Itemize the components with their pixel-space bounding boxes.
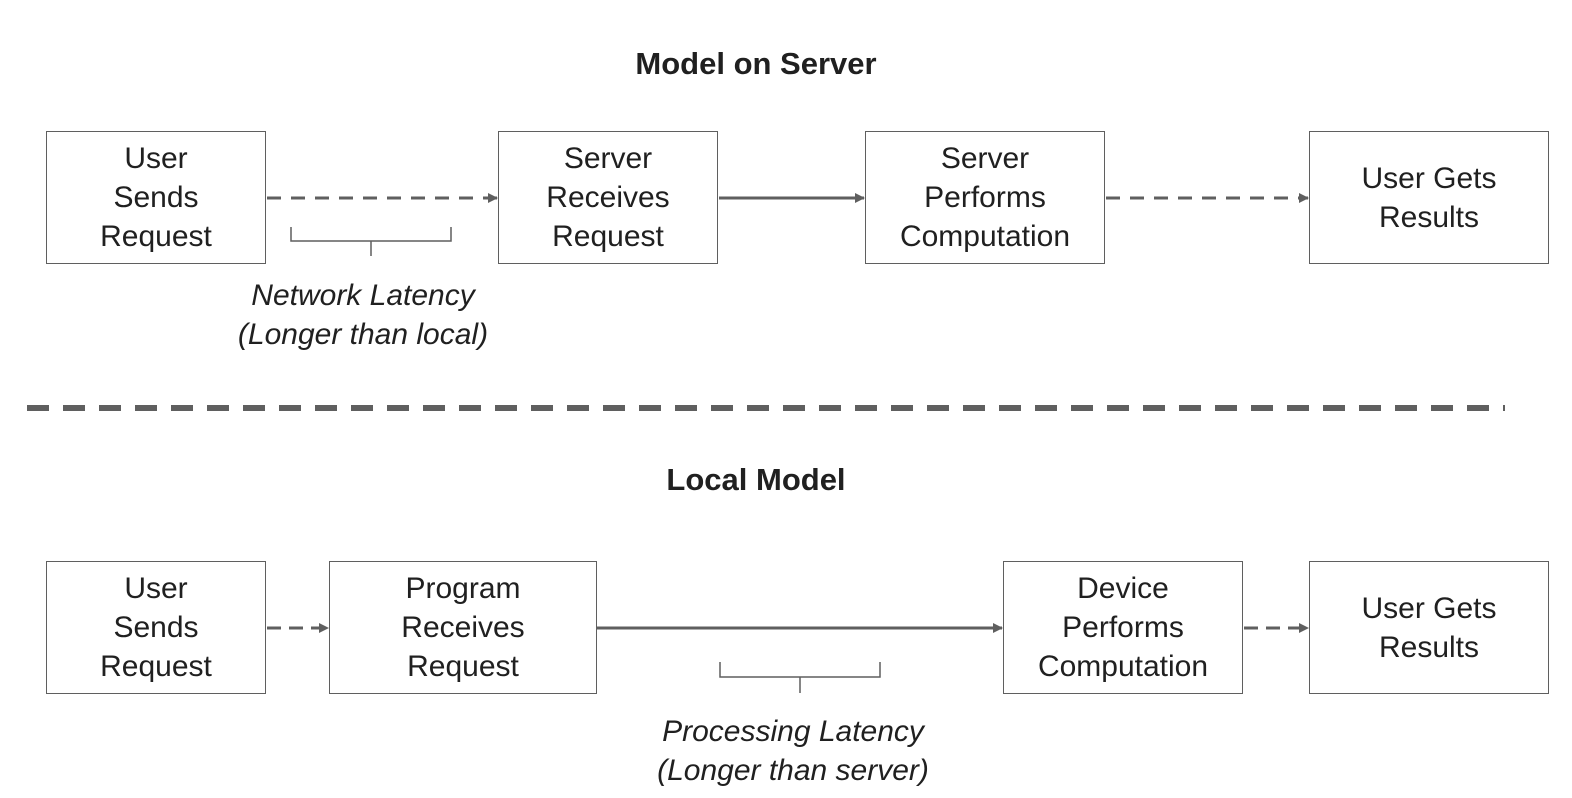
local-step-user-gets-results: User Gets Results [1309,561,1549,694]
processing-latency-brace [719,662,881,693]
local-section-title: Local Model [666,462,846,497]
server-section-title: Model on Server [635,46,877,81]
local-step-device-performs-computation: Device Performs Computation [1003,561,1243,694]
server-step-user-gets-results: User Gets Results [1309,131,1549,264]
local-step-program-receives-request: Program Receives Request [329,561,597,694]
local-step-user-sends-request: User Sends Request [46,561,266,694]
processing-latency-annotation: Processing Latency (Longer than server) [657,715,929,787]
network-latency-brace [290,227,452,256]
server-step-user-sends-request: User Sends Request [46,131,266,264]
network-latency-annotation: Network Latency (Longer than local) [237,279,489,351]
server-step-server-performs-computation: Server Performs Computation [865,131,1105,264]
server-step-server-receives-request: Server Receives Request [498,131,718,264]
